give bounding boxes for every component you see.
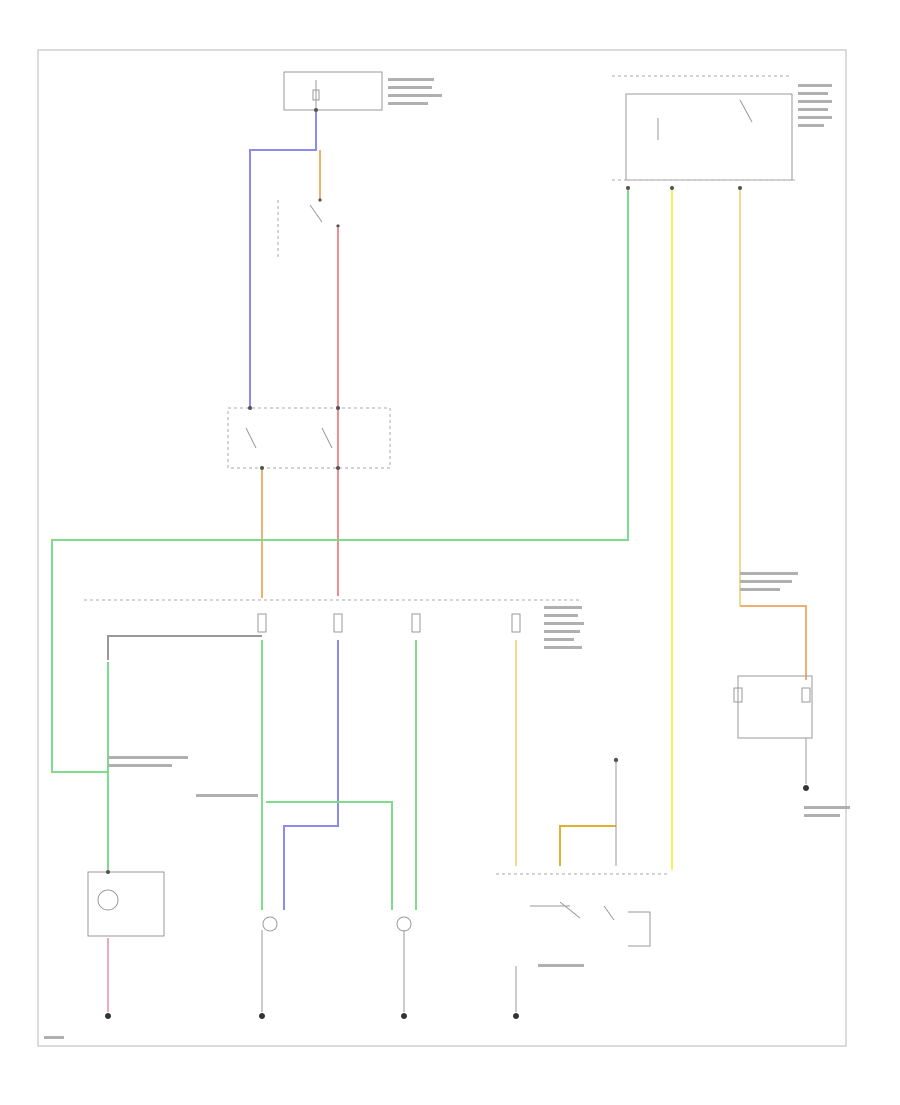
switch-block-outline	[625, 93, 793, 181]
fuse-row	[257, 613, 521, 633]
headlamp-switch-assembly	[496, 873, 670, 1019]
module-right-outline	[737, 675, 813, 739]
wire-orange-right	[740, 605, 807, 680]
wire-blue-left	[249, 112, 317, 408]
diagram-frame	[37, 49, 847, 1047]
annotation-marks	[44, 78, 850, 1039]
ground-left	[105, 1013, 111, 1019]
switch-contact-top	[309, 204, 323, 223]
headlamp-right	[396, 916, 412, 1019]
wire-darkyellow	[559, 825, 616, 866]
relay-middle	[227, 406, 391, 470]
fuse-symbol	[312, 89, 320, 101]
wire-blue-fuse2	[283, 640, 339, 910]
ground-right	[803, 785, 809, 791]
module-left	[87, 870, 165, 937]
relay-outline	[227, 407, 391, 469]
wire-green-long	[51, 190, 629, 773]
fuse-block-top-left	[283, 71, 383, 112]
switch-block-top-right	[612, 75, 796, 190]
wire-gray-left	[107, 635, 262, 660]
wire-green-cross	[266, 801, 393, 910]
fuse-box-outline	[283, 71, 383, 111]
headlamp-left	[259, 916, 278, 1019]
module-left-outline	[87, 871, 165, 937]
module-right	[733, 605, 813, 791]
